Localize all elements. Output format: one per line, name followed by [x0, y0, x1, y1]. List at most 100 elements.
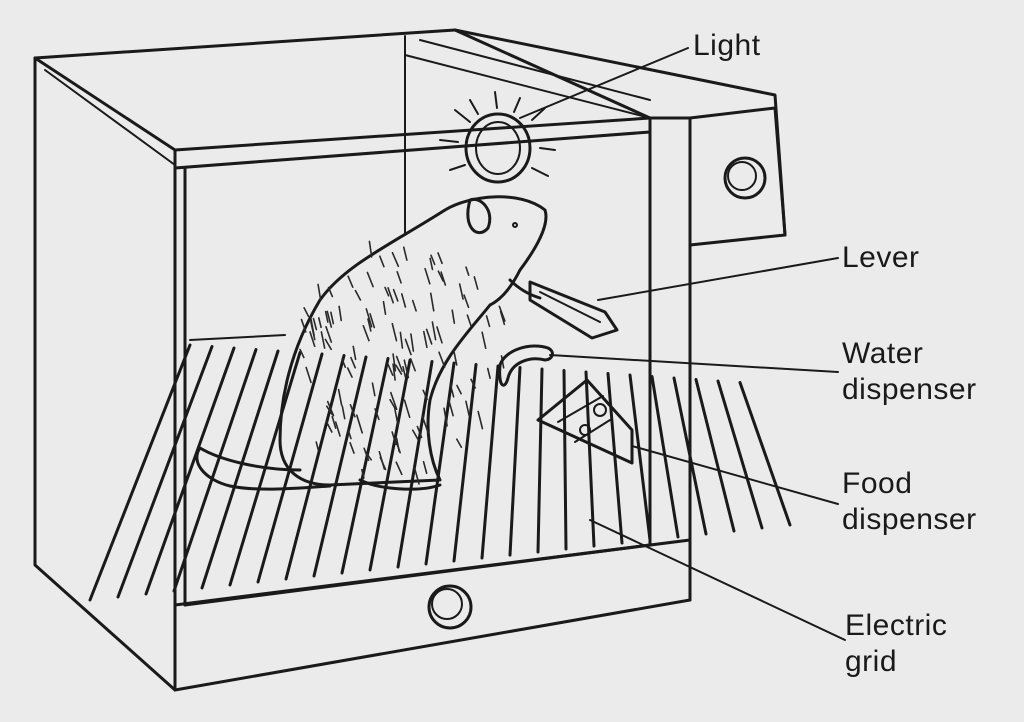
fur-stroke: [324, 338, 332, 351]
fur-stroke: [341, 358, 347, 369]
grid-bar: [584, 370, 596, 548]
knob-icon-side: [723, 156, 767, 200]
fur-stroke: [327, 286, 334, 298]
fur-stroke: [347, 275, 354, 288]
fur-stroke: [350, 356, 357, 369]
grid-bar: [144, 346, 236, 596]
fur-stroke: [391, 251, 400, 268]
grid-bar: [738, 381, 792, 527]
grid-bar: [480, 364, 500, 560]
fur-stroke: [391, 322, 398, 342]
fur-stroke: [436, 326, 443, 344]
fur-stroke: [368, 240, 373, 258]
grid-edge: [189, 334, 286, 341]
fur-stroke: [392, 363, 396, 381]
fur-stroke: [411, 429, 419, 441]
rat-figure: [195, 195, 548, 491]
fur-stroke: [449, 384, 455, 398]
grid-bar: [508, 366, 522, 557]
fur-stroke: [309, 316, 315, 337]
grid-bar: [536, 367, 544, 554]
grid-bar: [424, 361, 456, 566]
fur-stroke: [324, 310, 329, 323]
fur-stroke: [466, 314, 472, 327]
grid-bar: [88, 343, 192, 602]
fur-stroke: [481, 331, 487, 350]
fur-stroke: [317, 283, 322, 301]
fur-stroke: [437, 252, 443, 265]
fur-stroke: [365, 308, 373, 328]
grid-bar: [452, 363, 478, 563]
fur-stroke: [371, 382, 376, 397]
fur-stroke: [430, 254, 436, 266]
fur-stroke: [346, 367, 353, 378]
grid-bar: [340, 357, 390, 575]
fur-stroke: [422, 460, 428, 475]
grid-bar: [606, 372, 624, 545]
fur-stroke: [395, 364, 403, 375]
fur-stroke: [470, 378, 477, 389]
fur-stroke: [451, 309, 456, 324]
grid-bar: [200, 349, 280, 590]
label-food-dispenser: Food dispenser: [842, 467, 977, 536]
control-compartment: [404, 28, 787, 247]
fur-stroke: [347, 429, 352, 440]
fur-stroke: [402, 365, 407, 379]
water-dispenser-icon: [498, 344, 554, 387]
fur-stroke: [390, 391, 398, 411]
fur-stroke: [389, 398, 396, 410]
fur-stroke: [315, 441, 320, 452]
fur-stroke: [409, 358, 416, 372]
fur-stroke: [352, 345, 357, 361]
fur-stroke: [393, 407, 399, 427]
fur-stroke: [395, 461, 403, 476]
fur-stroke: [453, 349, 458, 366]
fur-stroke: [300, 318, 307, 333]
fur-stroke: [498, 305, 506, 322]
fur-stroke: [396, 270, 402, 284]
fur-stroke: [320, 331, 326, 349]
fur-stroke: [447, 398, 454, 417]
fur-stroke: [326, 310, 333, 328]
grid-bar: [172, 348, 258, 593]
fur-stroke: [465, 400, 470, 416]
fur-stroke: [455, 438, 463, 449]
fur-stroke: [366, 271, 374, 288]
grid-bar: [716, 379, 764, 530]
fur-stroke: [458, 283, 464, 300]
fur-stroke: [422, 330, 428, 349]
electric-grid-floor: [88, 334, 792, 602]
grid-bar: [628, 373, 652, 542]
fur-stroke: [411, 299, 417, 312]
box-frame: [33, 28, 692, 692]
food-dispenser-icon: [536, 378, 634, 465]
fur-stroke: [384, 286, 390, 297]
fur-stroke: [403, 399, 411, 419]
fur-stroke: [402, 246, 408, 261]
fur-stroke: [395, 355, 403, 372]
fur-stroke: [349, 403, 356, 418]
fur-stroke: [485, 315, 491, 328]
grid-bar: [284, 354, 346, 581]
grid-bar: [368, 358, 412, 572]
fur-stroke: [456, 384, 462, 395]
fur-stroke: [355, 414, 364, 434]
fur-stroke: [424, 267, 431, 285]
fur-stroke: [425, 328, 433, 345]
grid-bar: [116, 345, 214, 599]
grid-bar: [694, 378, 736, 533]
fur-stroke: [362, 324, 370, 342]
fur-stroke: [443, 407, 448, 427]
fur-stroke: [325, 420, 333, 433]
fur-stroke: [429, 292, 435, 312]
knob-icon-drawer: [427, 584, 473, 630]
fur-stroke: [440, 271, 447, 286]
fur-stroke: [477, 410, 484, 430]
label-light: Light: [693, 29, 761, 62]
fur-stroke: [367, 318, 372, 332]
fur-stroke: [338, 305, 343, 322]
fur-stroke: [369, 313, 376, 329]
fur-stroke: [334, 421, 341, 437]
